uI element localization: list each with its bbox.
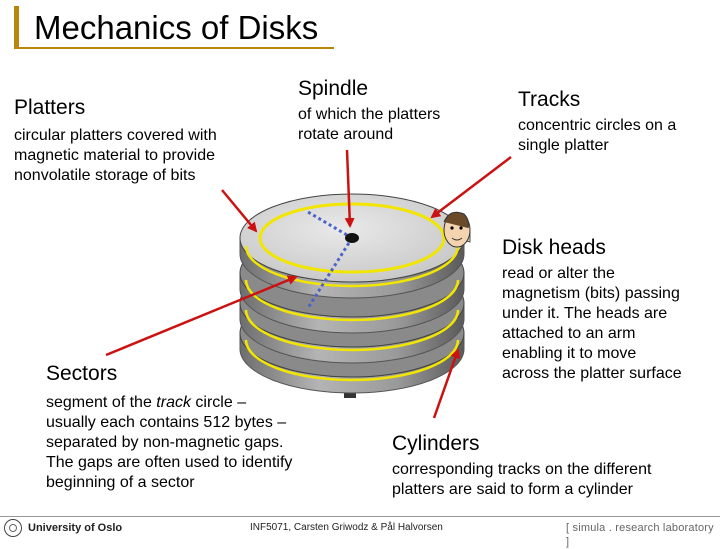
spindle-hub [345, 233, 359, 243]
platters-heading: Platters [14, 96, 86, 119]
sectors-heading: Sectors [46, 362, 118, 385]
platters-line: magnetic material to provide [14, 147, 215, 164]
sectors-arrow [105, 275, 298, 357]
footer-course: INF5071, Carsten Griwodz & Pål Halvorsen [250, 522, 443, 533]
disk-heads-line: read or alter the [502, 265, 615, 282]
spindle-line: rotate around [298, 126, 394, 143]
platters-description: circular platters covered with magnetic … [14, 126, 217, 186]
sectors-line: beginning of a sector [46, 474, 195, 491]
platters-line: circular platters covered with [14, 127, 217, 144]
spindle-heading: Spindle [298, 77, 369, 100]
sectors-line: separated by non-magnetic gaps. [46, 434, 284, 451]
sectors-line: usually each contains 512 bytes – [46, 414, 287, 431]
platters-arrow [221, 189, 258, 233]
tracks-heading: Tracks [518, 88, 581, 111]
disk-heads-description: read or alter the magnetism (bits) passi… [502, 264, 682, 384]
tracks-line: concentric circles on a [518, 117, 677, 134]
platter-1-top [239, 193, 465, 309]
sectors-line: The gaps are often used to identify [46, 454, 293, 471]
disk-heads-line: attached to an arm [502, 325, 636, 342]
track-ring [258, 202, 446, 274]
cylinders-heading: Cylinders [392, 432, 480, 455]
disk-heads-line: under it. The heads are [502, 305, 668, 322]
tracks-line: single platter [518, 137, 609, 154]
title-accent-bar [14, 6, 19, 48]
footer-lab: [ simula . research laboratory ] [566, 522, 714, 548]
tracks-description: concentric circles on a single platter [518, 116, 676, 156]
sectors-description: segment of the track circle – usually ea… [46, 393, 292, 493]
cylinders-line: platters are said to form a cylinder [392, 481, 633, 498]
page-title: Mechanics of Disks [34, 9, 319, 46]
sector-boundary-line [307, 210, 353, 240]
disk-heads-line: across the platter surface [502, 365, 682, 382]
disk-head-figure [443, 211, 471, 248]
cylinders-line: corresponding tracks on the different [392, 461, 652, 478]
cylinders-arrow [432, 348, 461, 419]
disk-heads-line: magnetism (bits) passing [502, 285, 680, 302]
tracks-arrow [430, 156, 512, 219]
university-seal-icon [4, 519, 22, 537]
spindle-description: of which the platters rotate around [298, 105, 440, 145]
footer-divider [0, 516, 720, 517]
spindle-line: of which the platters [298, 106, 441, 123]
platters-line: nonvolatile storage of bits [14, 167, 196, 184]
disk-heads-heading: Disk heads [502, 236, 606, 259]
title-underline [14, 47, 334, 49]
sector-boundary-line [306, 237, 354, 309]
footer-university: University of Oslo [28, 522, 123, 534]
cylinders-description: corresponding tracks on the different pl… [392, 460, 651, 500]
sectors-line-1-suffix: circle – [190, 394, 247, 411]
spindle-arrow [344, 149, 355, 228]
disk-heads-line: enabling it to move [502, 345, 637, 362]
sectors-line-1-prefix: segment of the [46, 394, 157, 411]
sectors-line-1: segment of the track circle – [46, 393, 292, 413]
sectors-line-1-italic: track [156, 394, 191, 411]
